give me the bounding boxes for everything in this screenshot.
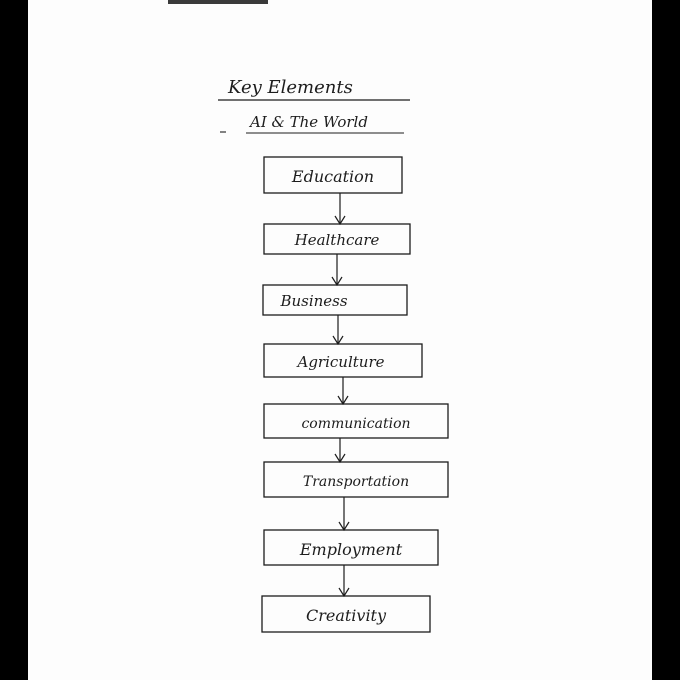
arrow-6 bbox=[338, 497, 350, 532]
step-label-healthcare: Healthcare bbox=[294, 231, 380, 249]
step-label-education: Education bbox=[291, 167, 374, 186]
arrow-1 bbox=[334, 193, 346, 226]
step-box-employment: Employment bbox=[263, 529, 439, 566]
diagram-subtitle: AI & The World bbox=[248, 113, 368, 131]
step-box-creativity: Creativity bbox=[261, 595, 431, 633]
step-box-agriculture: Agriculture bbox=[263, 343, 423, 378]
step-box-education: Education bbox=[263, 156, 403, 194]
step-box-healthcare: Healthcare bbox=[263, 223, 411, 255]
step-box-business: Business bbox=[262, 284, 408, 316]
step-label-business: Business bbox=[279, 292, 347, 310]
step-label-transportation: Transportation bbox=[303, 474, 409, 490]
step-box-communication: communication bbox=[263, 403, 449, 439]
diagram-title: Key Elements bbox=[227, 77, 353, 98]
step-label-employment: Employment bbox=[299, 540, 403, 559]
step-label-communication: communication bbox=[301, 416, 410, 432]
step-label-creativity: Creativity bbox=[306, 606, 387, 625]
arrow-2 bbox=[331, 254, 343, 287]
paper-edge-mark bbox=[168, 0, 268, 4]
step-box-transportation: Transportation bbox=[263, 461, 449, 498]
arrow-4 bbox=[337, 377, 349, 406]
arrow-5 bbox=[334, 438, 346, 464]
arrow-3 bbox=[332, 315, 344, 346]
step-label-agriculture: Agriculture bbox=[296, 353, 385, 371]
arrow-7 bbox=[338, 565, 350, 598]
